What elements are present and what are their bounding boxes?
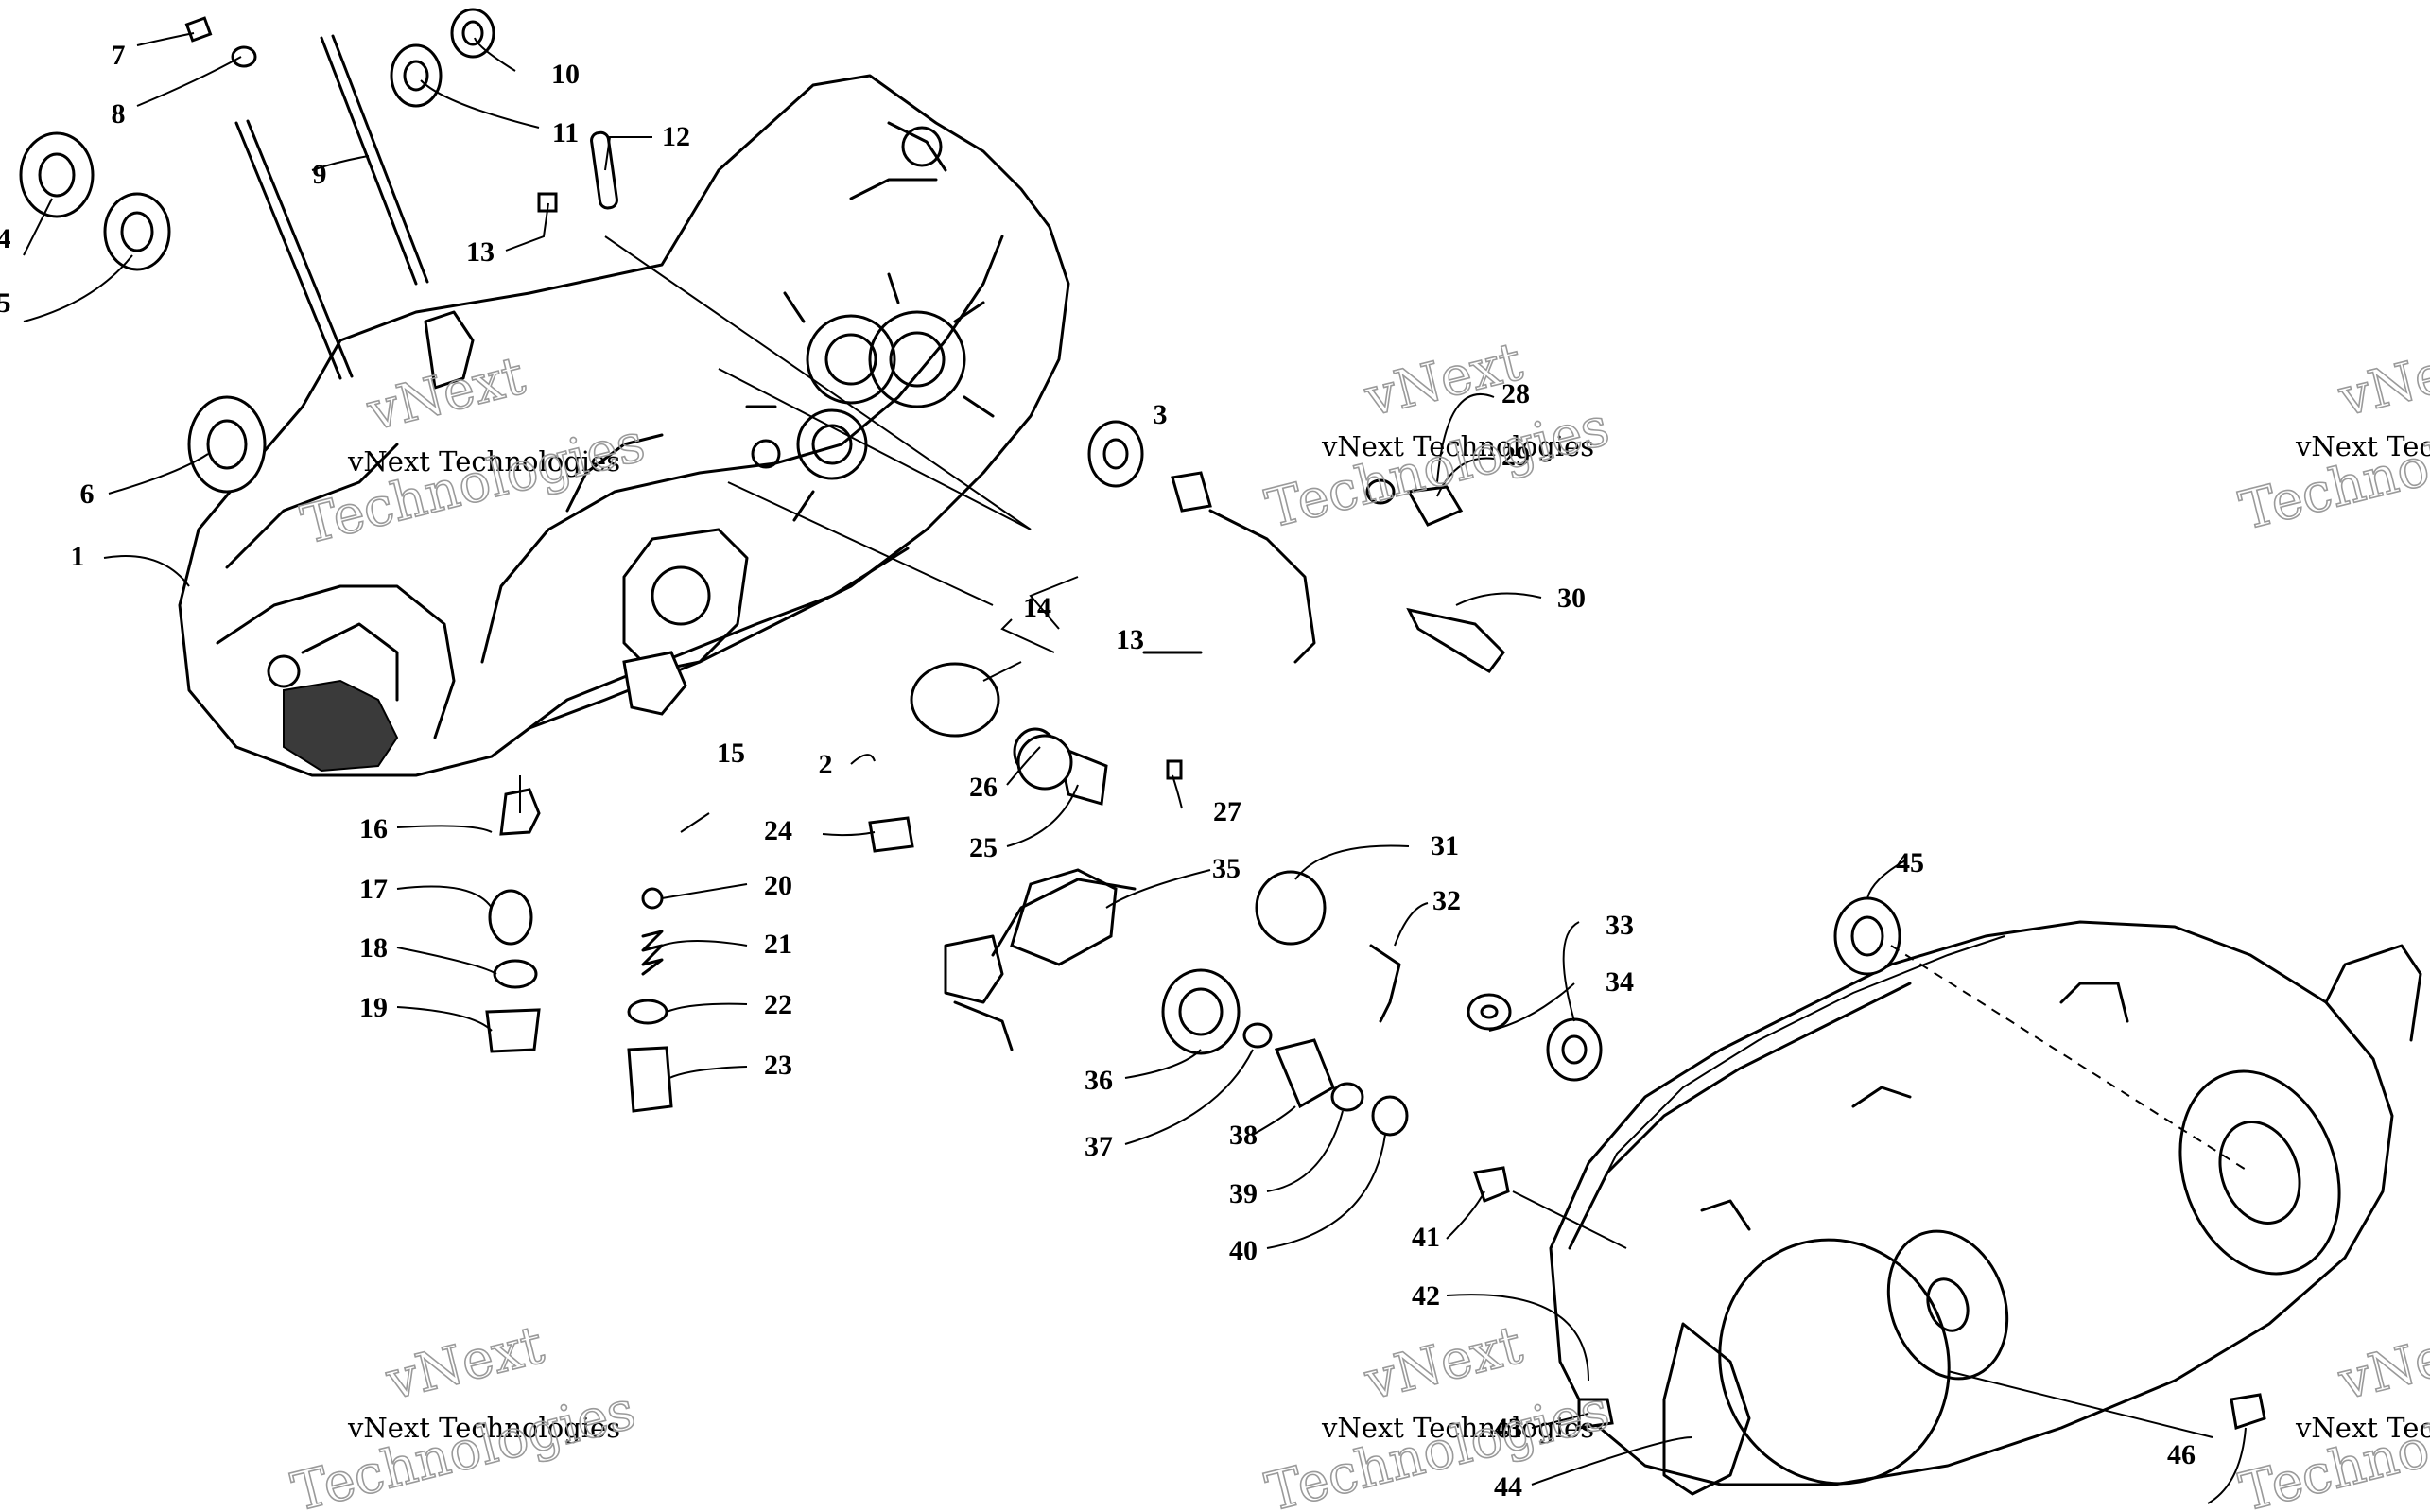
- callout-5: 5: [0, 287, 11, 319]
- callout-21: 21: [764, 929, 792, 960]
- callout-28: 28: [1501, 378, 1530, 409]
- callout-36: 36: [1085, 1065, 1113, 1096]
- svg-text:vNext Technologies: vNext Technologies: [2295, 430, 2430, 462]
- watermark-1: vNext Technologies vNext Technologies: [295, 344, 651, 557]
- svg-text:vNext: vNext: [2333, 331, 2430, 429]
- callout-12: 12: [662, 121, 690, 152]
- assembly-lines: [519, 235, 2251, 1438]
- watermark-4: vNext Technologies vNext Technologies: [286, 1313, 642, 1512]
- svg-text:Technologies: Technologies: [2234, 1380, 2430, 1512]
- callout-30: 30: [1557, 582, 1586, 614]
- callout-35: 35: [1212, 853, 1241, 884]
- callout-38: 38: [1229, 1120, 1258, 1151]
- svg-text:Technologies: Technologies: [1260, 1380, 1615, 1512]
- svg-text:Technologies: Technologies: [2234, 398, 2430, 543]
- callout-33: 33: [1606, 910, 1634, 941]
- svg-text:Technologies: Technologies: [296, 412, 651, 557]
- callout-44: 44: [1494, 1471, 1522, 1503]
- callout-25: 25: [969, 832, 998, 863]
- callout-24: 24: [764, 815, 792, 846]
- callout-22: 22: [764, 989, 792, 1020]
- callout-17: 17: [359, 874, 388, 905]
- callout-3: 3: [1154, 399, 1168, 430]
- studs: [234, 34, 429, 380]
- svg-text:vNext Technologies: vNext Technologies: [1321, 1412, 1594, 1444]
- callout-20: 20: [764, 870, 792, 901]
- callout-4: 4: [0, 223, 11, 254]
- callout-14: 14: [1023, 592, 1051, 623]
- callout-45: 45: [1896, 847, 1924, 878]
- callout-1: 1: [71, 541, 85, 572]
- callout-42: 42: [1412, 1280, 1440, 1312]
- svg-text:vNext Technologies: vNext Technologies: [1321, 430, 1594, 462]
- callout-29: 29: [1501, 441, 1530, 472]
- callout-labels: 1 2 3 4 5 6 7 8 9 10 11 12 13 13 14 15 1…: [0, 40, 2196, 1503]
- svg-text:vNext: vNext: [1359, 1314, 1529, 1413]
- callout-23: 23: [764, 1050, 792, 1081]
- watermark-5: vNext Technologies vNext Technologies: [1259, 1313, 1616, 1512]
- svg-text:vNext: vNext: [380, 1314, 550, 1413]
- callout-10: 10: [551, 59, 580, 90]
- callout-19: 19: [359, 992, 388, 1023]
- callout-31: 31: [1431, 830, 1459, 861]
- callout-9: 9: [313, 159, 327, 190]
- callout-37: 37: [1085, 1131, 1113, 1162]
- watermarks: vNext Technologies vNext Technologies vN…: [286, 330, 2430, 1512]
- bearings-and-seals: [19, 8, 1901, 1082]
- callout-18: 18: [359, 932, 388, 964]
- callout-39: 39: [1229, 1178, 1258, 1209]
- small-hardware: [184, 16, 2266, 1430]
- callout-16: 16: [359, 813, 388, 844]
- callout-43: 43: [1494, 1413, 1522, 1444]
- svg-text:vNext Technologies: vNext Technologies: [347, 445, 620, 478]
- svg-text:Technologies: Technologies: [286, 1380, 641, 1512]
- svg-text:vNext Technologies: vNext Technologies: [2295, 1412, 2430, 1444]
- callout-46: 46: [2167, 1439, 2196, 1470]
- callout-27: 27: [1213, 796, 1241, 827]
- callout-34: 34: [1606, 966, 1634, 998]
- svg-text:vNext Technologies: vNext Technologies: [347, 1412, 620, 1444]
- callout-11: 11: [552, 117, 579, 148]
- callout-13-bottom: 13: [1116, 624, 1144, 655]
- watermark-3: vNext Technologies vNext Technologies: [2233, 330, 2430, 543]
- callout-26: 26: [969, 772, 998, 803]
- callout-41: 41: [1412, 1222, 1440, 1253]
- callout-8: 8: [112, 98, 126, 130]
- svg-text:vNext: vNext: [361, 345, 531, 443]
- callout-15: 15: [717, 738, 745, 769]
- leader-lines: [23, 32, 2247, 1504]
- callout-7: 7: [112, 40, 126, 71]
- left-crankcase: [178, 74, 1070, 777]
- callout-32: 32: [1432, 885, 1461, 916]
- svg-text:vNext: vNext: [1359, 331, 1529, 429]
- callout-6: 6: [80, 478, 95, 510]
- callout-40: 40: [1229, 1235, 1258, 1266]
- cvt-cover: [1549, 920, 2422, 1496]
- svg-text:vNext: vNext: [2333, 1314, 2430, 1413]
- callout-13-top: 13: [466, 236, 495, 268]
- callout-2: 2: [819, 749, 833, 780]
